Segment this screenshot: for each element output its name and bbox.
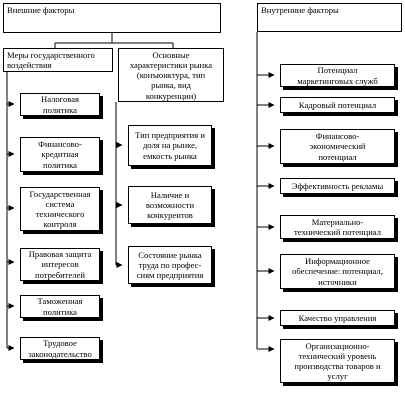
internal-item-marketing-potential: Потенциал маркетинговых служб [280,64,395,87]
market-item-labor-market: Состояние рынка труда по профес- сиям пр… [128,246,212,284]
gov-item-consumer-protection: Правовая защита интересов потребителей [20,248,100,281]
internal-item-information-support: Информационное обеспечение: потенциал, и… [280,254,395,289]
market-item-enterprise-type: Тип предприятия и доля на рынке, емкость… [128,125,212,166]
gov-item-customs-policy: Таможенная политика [20,295,100,318]
internal-item-personnel-potential: Кадровый потенциал [280,97,395,113]
market-characteristics-header: Основные характеристики рынка (конъюнкту… [118,48,224,102]
gov-measures-header: Меры государственного воздействия [3,48,113,72]
internal-item-management-quality: Качество управления [280,310,395,326]
gov-item-tax-policy: Налоговая политика [20,93,100,116]
external-factors-title: Внешние факторы [3,3,221,33]
gov-item-labor-law: Трудовое законодательство [20,337,100,360]
gov-item-credit-policy: Финансово- кредитная политика [20,137,100,172]
internal-factors-title: Внутренние факторы [257,3,402,32]
internal-item-production-level: Организационно- технический уровень прои… [280,339,395,383]
internal-item-advertising-efficiency: Эффективность рекламы [280,178,395,194]
internal-item-financial-potential: Финансово- экономический потенциал [280,129,395,164]
internal-item-material-potential: Материально- технический потенциал [280,215,395,239]
market-item-competitors: Наличие и возможности конкурентов [128,186,212,224]
gov-item-tech-control: Государственная система технического кон… [20,187,100,231]
